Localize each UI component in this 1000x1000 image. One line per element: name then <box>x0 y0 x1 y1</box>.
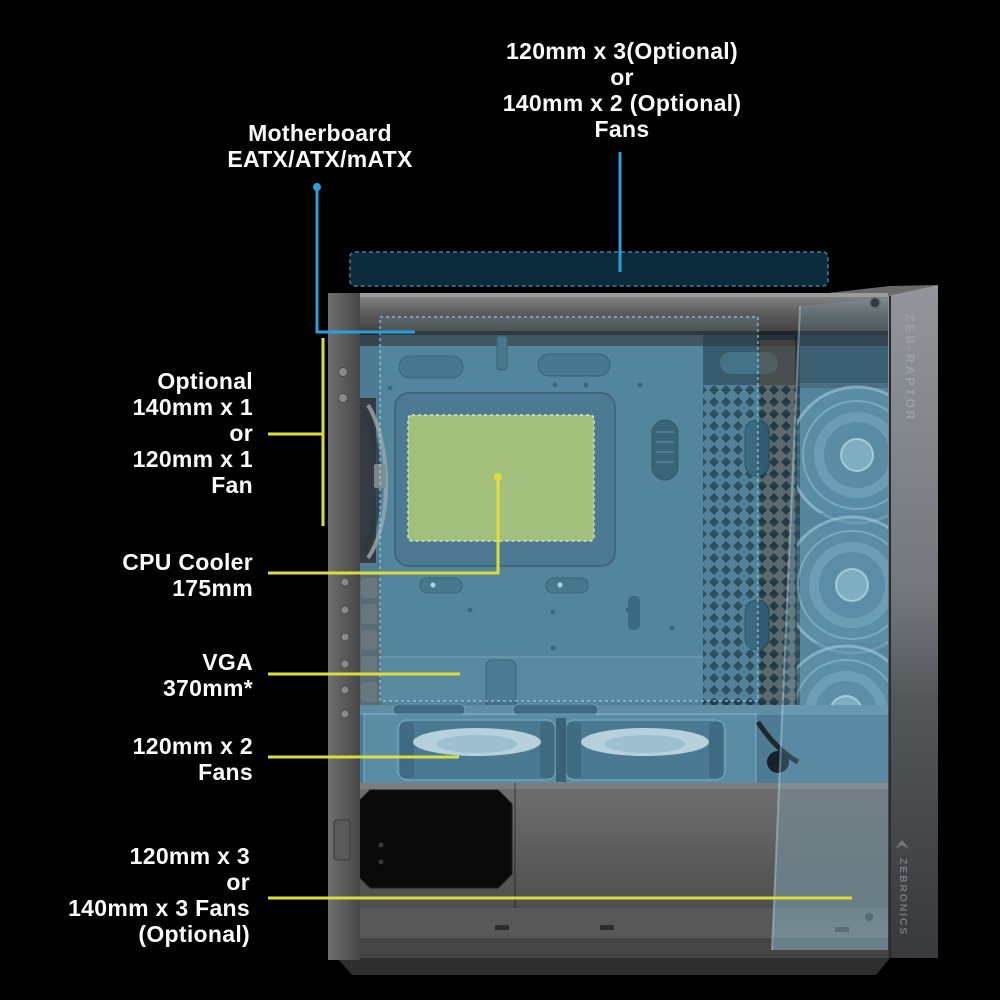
annotation-line: 140mm x 3 Fans <box>68 895 250 921</box>
annotation-line: VGA <box>202 649 253 675</box>
callout-motherboard-dot <box>313 183 321 191</box>
annotation-line: 120mm x 1 <box>132 446 253 472</box>
case-body <box>328 285 938 975</box>
motherboard-zone <box>379 316 759 702</box>
callout-cpu-cooler-dot <box>494 473 502 481</box>
callout-motherboard-line <box>315 189 415 334</box>
annotation-line: 120mm x 2 <box>132 733 253 759</box>
annotation-bottom-fans-optional: 120mm x 3 or 140mm x 3 Fans (Optional) <box>30 843 250 947</box>
annotation-line: Optional <box>157 368 253 394</box>
front-pillar <box>888 285 938 958</box>
top-fan-zone <box>349 251 829 287</box>
annotation-line: or <box>229 420 253 446</box>
top-frame <box>328 293 888 335</box>
callout-cpu-cooler-line <box>268 478 500 575</box>
annotation-line: 140mm x 2 (Optional) <box>502 90 742 116</box>
annotation-line: or <box>226 869 250 895</box>
model-name-vertical: ZEB-RAPTOR <box>903 314 917 423</box>
annotation-line: EATX/ATX/mATX <box>227 146 413 172</box>
rear-fan-area <box>358 398 389 563</box>
annotation-line: CPU Cooler <box>122 549 253 575</box>
annotation-line: Motherboard <box>248 120 392 146</box>
psu-window <box>355 789 513 889</box>
annotation-line: 140mm x 1 <box>132 394 253 420</box>
annotation-line: or <box>610 64 634 90</box>
annotation-line: Fan <box>211 472 253 498</box>
annotation-line: 175mm <box>172 575 253 601</box>
expansion-slots <box>359 575 381 710</box>
annotation-motherboard: Motherboard EATX/ATX/mATX <box>205 120 435 172</box>
annotation-line: (Optional) <box>138 921 250 947</box>
annotation-line: 370mm* <box>162 675 253 701</box>
annotation-line: 120mm x 3(Optional) <box>506 38 738 64</box>
annotation-bottom-fans: 120mm x 2 Fans <box>60 733 253 785</box>
blue-callouts <box>315 152 622 334</box>
yellow-callouts <box>268 338 852 900</box>
annotation-line: 120mm x 3 <box>129 843 250 869</box>
annotation-vga: VGA 370mm* <box>60 649 253 701</box>
mesh-panel <box>703 333 888 958</box>
annotation-cpu-cooler: CPU Cooler 175mm <box>60 549 253 601</box>
annotation-rear-fan: Optional 140mm x 1 or 120mm x 1 Fan <box>60 368 253 498</box>
rear-edge-strip <box>328 293 360 960</box>
front-panel-glass <box>772 298 888 950</box>
annotation-top-fans: 120mm x 3(Optional) or 140mm x 2 (Option… <box>455 38 789 142</box>
annotation-line: Fans <box>198 759 253 785</box>
annotation-line: Fans <box>594 116 650 142</box>
brand-name-vertical: ZEBRONICS <box>897 858 909 937</box>
